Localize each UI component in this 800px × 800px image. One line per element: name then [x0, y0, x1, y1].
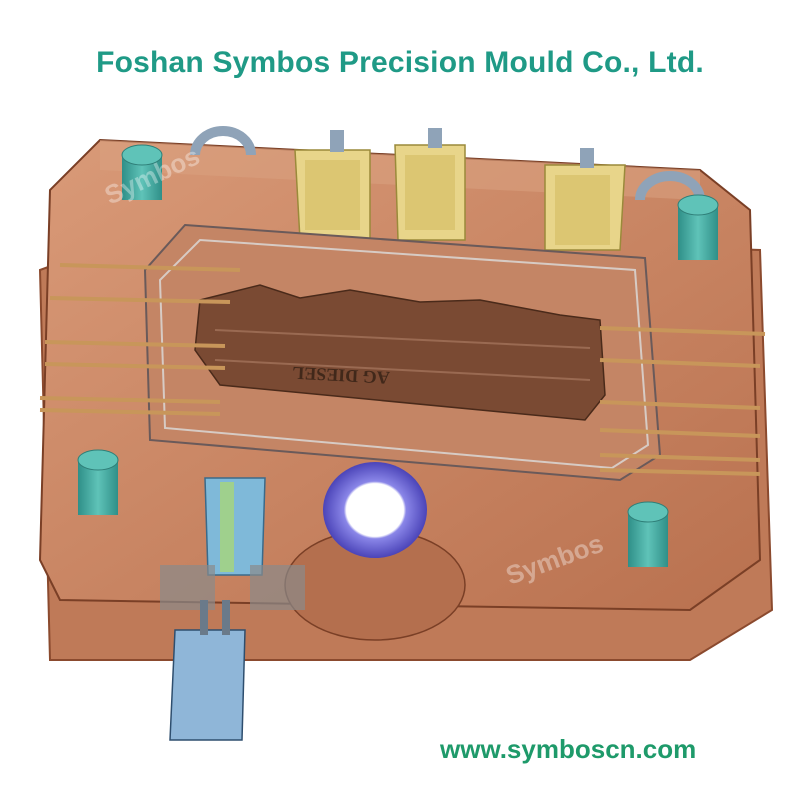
- sprue-bushing: [284, 462, 466, 641]
- cooling-pipes-right: [599, 326, 766, 476]
- guide-pillar: [121, 144, 163, 200]
- guide-pillar: [77, 449, 119, 515]
- engine-head-casting: [194, 284, 606, 421]
- lifting-eye-bolts: [190, 126, 705, 201]
- cooling-pipes-left: [39, 263, 241, 416]
- guide-pillar: [627, 501, 669, 567]
- hydraulic-cylinder: [169, 600, 246, 741]
- guide-pillar: [677, 194, 719, 260]
- company-title: Foshan Symbos Precision Mould Co., Ltd.: [96, 46, 704, 79]
- cooling-block: [394, 128, 466, 241]
- cooling-block: [294, 130, 371, 241]
- website-url[interactable]: www.symboscn.com: [440, 734, 697, 764]
- cooling-blocks: [294, 128, 626, 251]
- guide-pillars: [77, 144, 719, 567]
- cooling-block: [544, 148, 626, 251]
- slider-assembly: [160, 477, 305, 610]
